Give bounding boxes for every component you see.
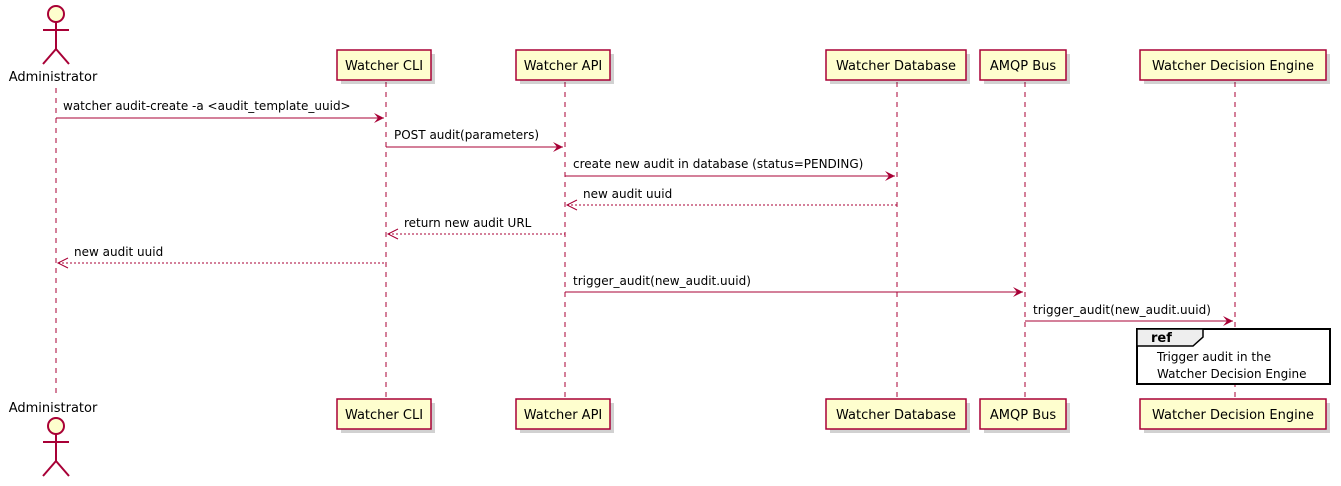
ref-text-line-1: Trigger audit in the	[1156, 350, 1271, 364]
actor-label-top: Administrator	[9, 70, 98, 85]
message-label: return new audit URL	[404, 216, 532, 230]
participant-watcher-cli-bottom: Watcher CLI	[336, 398, 435, 433]
participant-watcher-database-top: Watcher Database	[825, 49, 970, 84]
message-8: trigger_audit(new_audit.uuid)	[1025, 303, 1233, 326]
participant-watcher-database-bottom: Watcher Database	[825, 398, 970, 433]
participant-label: Watcher Database	[836, 408, 956, 423]
message-2: POST audit(parameters)	[386, 128, 563, 152]
participant-label: Watcher Decision Engine	[1152, 59, 1314, 74]
ref-frame: ref Trigger audit in the Watcher Decisio…	[1136, 328, 1331, 385]
actor-label-bottom: Administrator	[9, 401, 98, 416]
actor-head	[47, 417, 65, 435]
message-3: create new audit in database (status=PEN…	[565, 157, 895, 181]
arrow-head-left	[386, 228, 399, 240]
participant-label: Watcher Database	[836, 59, 956, 74]
ref-tab	[1136, 328, 1204, 347]
ref-keyword: ref	[1151, 331, 1172, 346]
message-label: trigger_audit(new_audit.uuid)	[573, 274, 751, 288]
participant-watcher-api-bottom: Watcher API	[515, 398, 614, 433]
message-6: new audit uuid	[56, 245, 386, 269]
actor-top: Administrator	[9, 5, 98, 85]
message-5: return new audit URL	[386, 216, 565, 240]
actor-left-leg	[42, 460, 57, 477]
participant-watcher-api-top: Watcher API	[515, 49, 614, 84]
message-7: trigger_audit(new_audit.uuid)	[565, 274, 1023, 297]
participant-decision-engine-bottom: Watcher Decision Engine	[1139, 398, 1330, 433]
participant-label: AMQP Bus	[990, 408, 1056, 423]
arrow-head-right	[1013, 287, 1023, 297]
actor-right-leg	[55, 48, 70, 65]
message-label: trigger_audit(new_audit.uuid)	[1033, 303, 1211, 317]
arrow-head-right	[1223, 316, 1233, 326]
participant-label: Watcher Decision Engine	[1152, 408, 1314, 423]
participant-amqp-bus-bottom: AMQP Bus	[979, 398, 1070, 433]
message-label: create new audit in database (status=PEN…	[573, 157, 863, 171]
participant-label: Watcher CLI	[345, 408, 423, 423]
participant-label: Watcher API	[524, 408, 603, 423]
participant-label: AMQP Bus	[990, 59, 1056, 74]
message-4: new audit uuid	[565, 187, 897, 211]
message-label: watcher audit-create -a <audit_template_…	[63, 99, 351, 113]
participant-label: Watcher CLI	[345, 59, 423, 74]
participant-amqp-bus-top: AMQP Bus	[979, 49, 1070, 84]
actor-right-leg	[55, 460, 70, 477]
arrow-head-left	[56, 257, 69, 269]
actor-bottom: Administrator	[9, 401, 98, 477]
arrow-head-right	[374, 113, 384, 123]
arrow-head-right	[553, 142, 563, 152]
participant-label: Watcher API	[524, 59, 603, 74]
actor-head	[47, 5, 65, 23]
actor-left-leg	[42, 48, 57, 65]
arrow-head-right	[885, 171, 895, 181]
message-label: new audit uuid	[74, 245, 163, 259]
message-label: new audit uuid	[583, 187, 672, 201]
participant-watcher-cli-top: Watcher CLI	[336, 49, 435, 84]
arrow-head-left	[565, 199, 578, 211]
message-label: POST audit(parameters)	[394, 128, 539, 142]
participant-decision-engine-top: Watcher Decision Engine	[1139, 49, 1330, 84]
message-1: watcher audit-create -a <audit_template_…	[56, 99, 384, 123]
ref-text-line-2: Watcher Decision Engine	[1157, 367, 1307, 381]
